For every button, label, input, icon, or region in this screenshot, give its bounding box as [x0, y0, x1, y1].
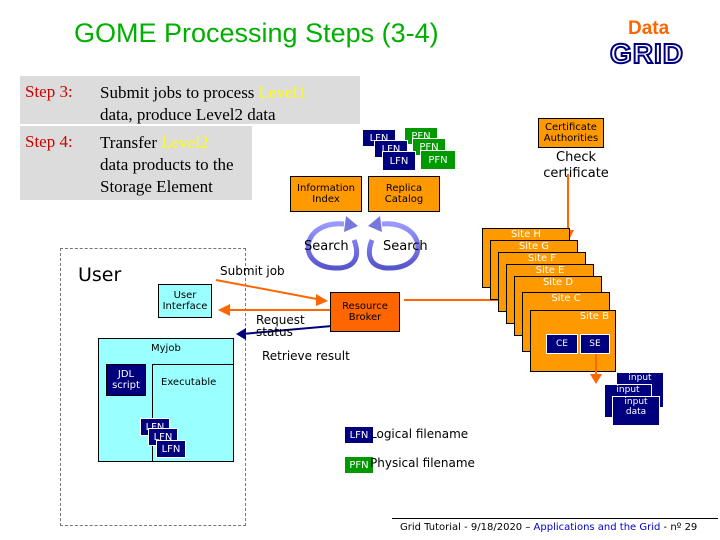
step4-line2: data products to the: [100, 155, 234, 174]
pfn-tag: PFN: [420, 150, 456, 170]
submit-job-label: Submit job: [220, 264, 285, 278]
search-arrows: [305, 216, 421, 271]
resource-broker-box: Resource Broker: [330, 292, 400, 332]
step3-box: Step 3: Submit jobs to process Level1 da…: [20, 76, 360, 124]
information-index-box: Information Index: [290, 176, 362, 212]
input-data-label: input data: [624, 397, 648, 417]
se-box: SE: [580, 334, 610, 354]
site-f-label: Site F: [527, 253, 557, 264]
step4-label: Step 4:: [25, 132, 73, 151]
step3-text: Submit jobs to process Level1 data, prod…: [100, 82, 306, 126]
site-c-label: Site C: [551, 293, 581, 304]
executable-label: Executable: [161, 377, 217, 388]
replica-catalog-box: Replica Catalog: [368, 176, 440, 212]
footer: Grid Tutorial - 9/18/2020 – Applications…: [400, 522, 697, 533]
page-title: GOME Processing Steps (3-4): [74, 18, 439, 48]
footer-rule: [392, 518, 718, 519]
step3-line2: data, produce Level2 data: [100, 105, 276, 124]
logo-bottom-text: GRID: [609, 37, 684, 70]
search-loop-left: [305, 221, 360, 271]
input-label: input: [616, 385, 640, 395]
step4-box: Step 4: Transfer Level2 data products to…: [20, 126, 252, 200]
search-left-label: Search: [304, 239, 349, 254]
step4-text: Transfer Level2 data products to the Sto…: [100, 132, 234, 198]
check-certificate-label: Check certificate: [543, 150, 609, 181]
site-e-label: Site E: [535, 265, 565, 276]
ce-box: CE: [546, 334, 578, 354]
step4-line3: Storage Element: [100, 177, 213, 196]
site-d-label: Site D: [542, 277, 574, 288]
lfn-tag: LFN: [382, 151, 416, 171]
input-data-card: input data: [612, 396, 660, 426]
step4-level2: Level2: [161, 133, 209, 152]
input-label: input: [628, 373, 652, 383]
myjob-label: Myjob: [151, 343, 181, 354]
user-area: [60, 248, 246, 526]
request-status-label: Request status: [256, 313, 305, 339]
certificate-authorities-box: Certificate Authorities: [538, 118, 604, 148]
step4-line1-text: Transfer: [100, 133, 162, 152]
ui-rb-arrows: [215, 279, 334, 340]
submit-arrow: [215, 279, 323, 301]
step4-line1: Transfer Level2: [100, 132, 234, 154]
result-arrow: [241, 325, 333, 335]
footer-prefix: Grid Tutorial - 9/18/2020 –: [400, 522, 534, 533]
jdl-script-box: JDL script: [106, 364, 146, 396]
lfn-tag: LFN: [156, 440, 186, 458]
se-input-arrow: [590, 354, 602, 384]
footer-app: Applications and the Grid: [533, 522, 661, 533]
site-g-label: Site G: [518, 241, 550, 252]
user-interface-box: User Interface: [158, 284, 212, 318]
step3-level1: Level1: [258, 83, 306, 102]
site-h-label: Site H: [511, 229, 541, 240]
retrieve-result-label: Retrieve result: [262, 349, 350, 363]
legend-lfn-swatch: LFN: [344, 426, 374, 444]
step3-label: Step 3:: [25, 82, 73, 101]
search-loop-right: [366, 221, 421, 271]
footer-suffix: - nº 29: [660, 522, 698, 533]
logo-top-text: Data: [628, 18, 670, 39]
step3-line1: Submit jobs to process Level1: [100, 82, 306, 104]
user-label: User: [78, 264, 122, 286]
step3-line1-text: Submit jobs to process: [100, 83, 259, 102]
legend-pfn-swatch: PFN: [344, 456, 374, 474]
datagrid-logo: Data GRID: [606, 18, 706, 70]
search-right-label: Search: [383, 239, 428, 254]
legend-physical-label: Physical filename: [370, 456, 475, 470]
site-b-label: Site B: [579, 311, 609, 322]
legend-logical-label: Logical filename: [370, 427, 469, 441]
